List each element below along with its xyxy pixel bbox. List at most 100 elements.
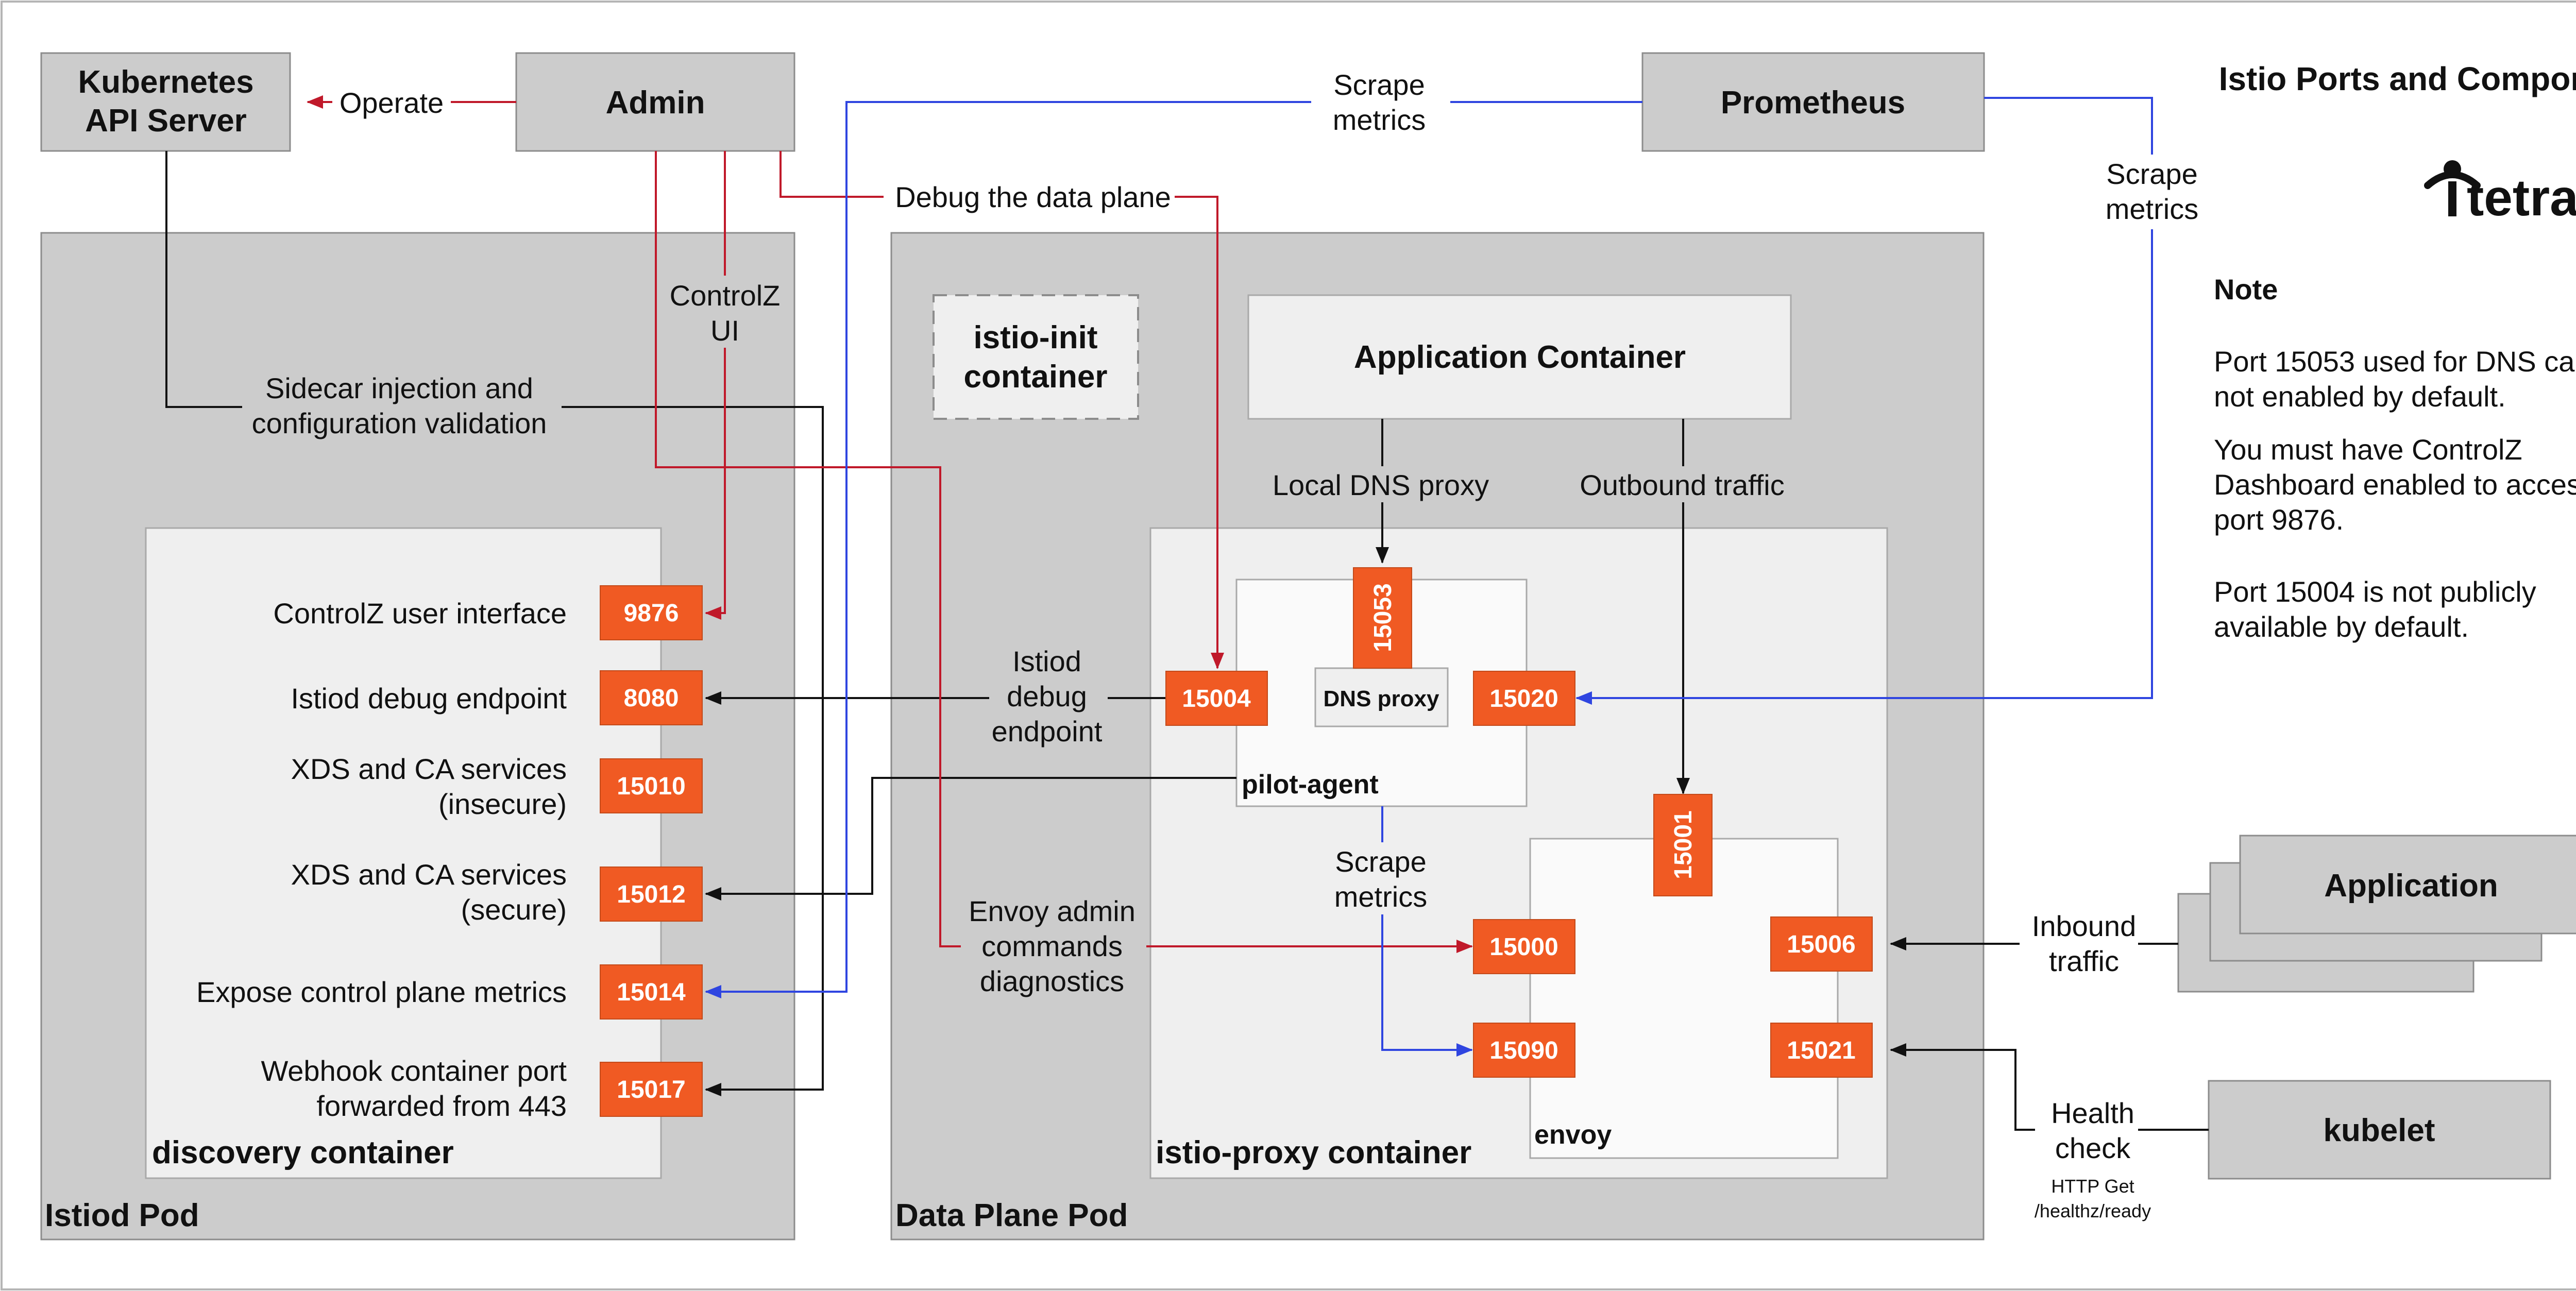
port-badge-15010: 15010 [600, 758, 703, 813]
dns-proxy-label: DNS proxy [1324, 686, 1439, 711]
note-3-line2: available by default. [2214, 610, 2469, 643]
scrape-control-plane-arrow [705, 101, 1642, 998]
inbound-label-line1: Inbound [2032, 910, 2136, 942]
scrape-top-label-line2: metrics [1333, 104, 1426, 136]
admin-label: Admin [606, 85, 705, 121]
svg-text:15000: 15000 [1489, 933, 1558, 961]
local-dns-label: Local DNS proxy [1273, 469, 1489, 501]
note-2-line3: port 9876. [2214, 503, 2344, 536]
port-desc-15012-line2: (secure) [461, 893, 567, 926]
port-badge-8080: 8080 [600, 670, 703, 725]
operate-label: Operate [340, 87, 444, 119]
application-label: Application [2324, 868, 2498, 904]
kubernetes-api-server-box [40, 52, 291, 152]
svg-text:15021: 15021 [1787, 1037, 1855, 1064]
discovery-container-label: discovery container [152, 1135, 454, 1170]
kubelet-box [2208, 1080, 2551, 1180]
port-badge-15000: 15000 [1473, 919, 1575, 974]
sidecar-label-line2: configuration validation [252, 407, 547, 439]
mask [2089, 155, 2215, 229]
port-desc-15010-line1: XDS and CA services [291, 753, 567, 785]
port-badge-15021: 15021 [1770, 1023, 1873, 1078]
dns-proxy-box [1314, 667, 1449, 727]
istiod-debug-label-line1: Istiod [1012, 645, 1081, 677]
scrape-top-label-line1: Scrape [1333, 69, 1425, 101]
mask [242, 368, 562, 443]
kubelet-label: kubelet [2323, 1113, 2435, 1148]
tetrate-logo-icon [2424, 160, 2481, 216]
health-check-label-line2: check [2055, 1132, 2131, 1164]
health-check-label-line1: Health [2051, 1097, 2134, 1129]
note-3-line1: Port 15004 is not publicly [2214, 575, 2536, 608]
scrape-mid-label-line2: metrics [1334, 880, 1427, 913]
svg-text:15090: 15090 [1489, 1037, 1558, 1064]
sidecar-injection-arrow [165, 151, 824, 1096]
scrape-mid-label-line1: Scrape [1335, 845, 1426, 878]
inbound-label-line2: traffic [2049, 945, 2119, 977]
mask [1565, 466, 1800, 502]
port-desc-15010-line2: (insecure) [438, 788, 567, 820]
istio-init-label-line1: istio-init [973, 320, 1097, 355]
prometheus-box [1641, 52, 1985, 152]
envoy-admin-label-line1: Envoy admin [969, 895, 1136, 927]
mask [884, 179, 1175, 213]
pilot-agent-xds-arrow [705, 777, 1236, 901]
port-badge-15006: 15006 [1770, 916, 1873, 972]
mask [1311, 64, 1450, 139]
port-desc-15014: Expose control plane metrics [196, 976, 567, 1008]
discovery-container-box [145, 527, 662, 1179]
tetrate-wordmark: tetrate [2467, 169, 2576, 227]
http-get-label-line1: HTTP Get [2051, 1176, 2134, 1197]
data-plane-pod-label: Data Plane Pod [895, 1198, 1128, 1233]
scrape-right-label-line1: Scrape [2106, 158, 2197, 190]
port-badge-15053: 15053 [1353, 567, 1412, 669]
tetrate-logo: tetrate [2424, 160, 2576, 227]
application-container-box [1247, 294, 1792, 420]
port-badge-15017: 15017 [600, 1062, 703, 1117]
controlz-ui-label-line1: ControlZ [670, 279, 781, 312]
application-container-label: Application Container [1354, 339, 1686, 375]
mask [660, 276, 789, 348]
svg-text:15012: 15012 [617, 881, 685, 908]
prometheus-label: Prometheus [1721, 85, 1905, 121]
istiod-pod-label: Istiod Pod [45, 1198, 199, 1233]
debug-data-plane-label: Debug the data plane [895, 181, 1171, 213]
istiod-debug-label-line3: endpoint [992, 715, 1103, 748]
port-desc-15017-line2: forwarded from 443 [316, 1090, 567, 1122]
note-1-line2: not enabled by default. [2214, 380, 2506, 413]
port-desc-8080: Istiod debug endpoint [291, 682, 567, 715]
note-2-line1: You must have ControlZ [2214, 433, 2522, 466]
mask [2035, 1095, 2138, 1167]
svg-text:15014: 15014 [617, 979, 686, 1006]
port-badge-15014: 15014 [600, 964, 703, 1020]
port-badge-15001: 15001 [1653, 794, 1713, 896]
note-2-line2: Dashboard enabled to access [2214, 468, 2576, 501]
kubernetes-label-line2: API Server [85, 103, 247, 139]
istio-proxy-container-label: istio-proxy container [1156, 1135, 1471, 1170]
mask [989, 641, 1108, 752]
mask [1260, 466, 1504, 502]
kubernetes-label-line1: Kubernetes [78, 64, 253, 100]
mask [1327, 842, 1437, 914]
istiod-debug-label-line2: debug [1007, 680, 1087, 712]
port-badge-15004: 15004 [1165, 671, 1268, 726]
note-1-line1: Port 15053 used for DNS capture [2214, 345, 2576, 378]
controlz-ui-label-line2: UI [710, 314, 739, 347]
envoy-admin-label-line2: commands [981, 930, 1123, 962]
svg-text:15001: 15001 [1670, 810, 1697, 879]
envoy-label: envoy [1534, 1120, 1612, 1150]
istio-init-container-box [933, 294, 1139, 420]
svg-text:8080: 8080 [624, 685, 679, 712]
admin-box [515, 52, 795, 152]
svg-text:15053: 15053 [1369, 583, 1397, 652]
envoy-admin-label-line3: diagnostics [980, 965, 1124, 997]
application-box [2239, 835, 2576, 935]
mask [961, 891, 1146, 1002]
svg-text:15020: 15020 [1489, 685, 1558, 712]
mask [332, 85, 451, 119]
port-desc-15012-line1: XDS and CA services [291, 858, 567, 891]
sidecar-label-line1: Sidecar injection and [265, 372, 533, 404]
